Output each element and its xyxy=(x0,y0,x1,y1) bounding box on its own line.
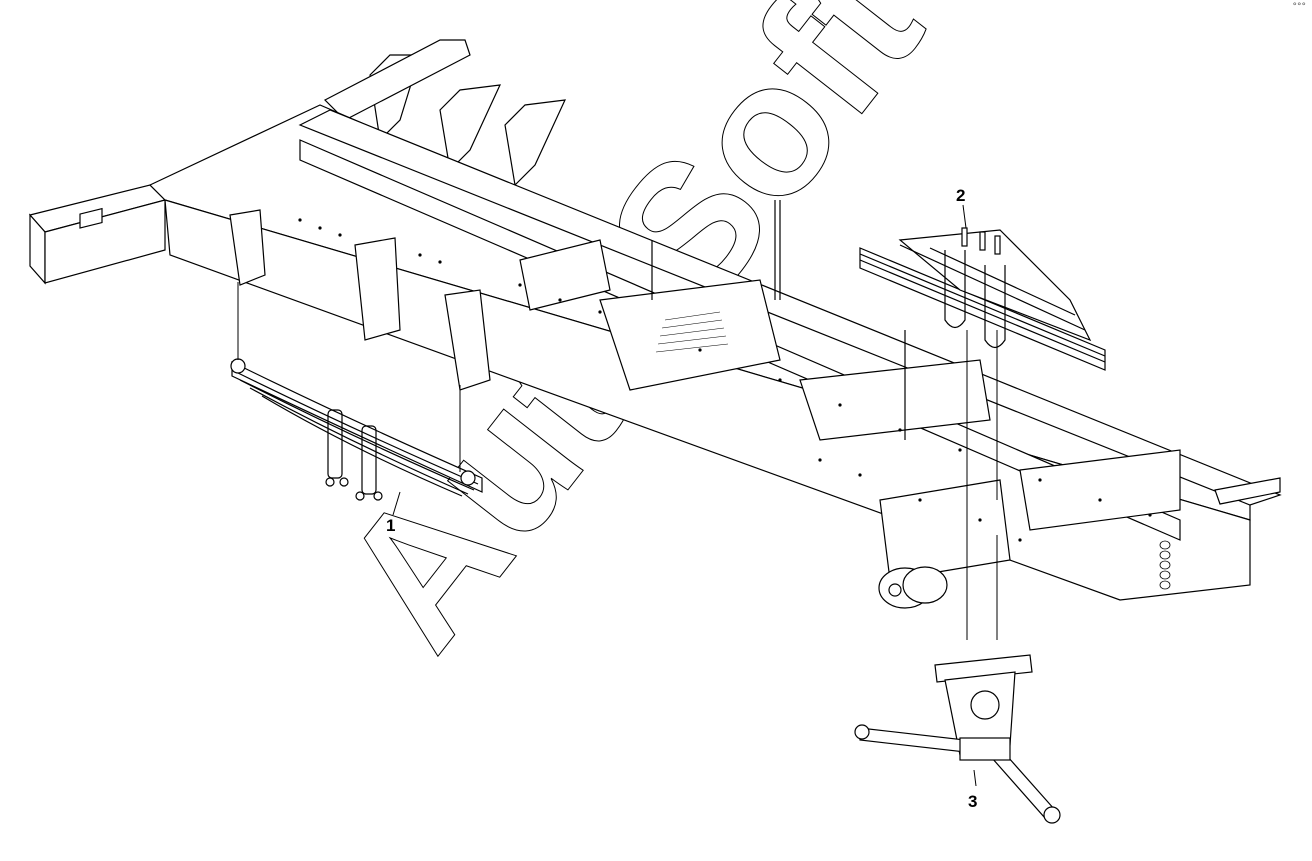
trunnion-bracket xyxy=(854,654,1061,824)
rear-leaf-spring-pack xyxy=(859,227,1106,371)
rivet-holes xyxy=(298,218,1152,542)
front-leaf-spring xyxy=(230,358,483,501)
callout-1: 1 xyxy=(386,516,395,535)
leader-lines xyxy=(237,204,998,787)
callout-3: 3 xyxy=(968,792,977,811)
callout-2: 2 xyxy=(956,186,965,205)
chassis-frame xyxy=(28,39,1282,609)
corner-mark: °°° xyxy=(1292,2,1307,12)
